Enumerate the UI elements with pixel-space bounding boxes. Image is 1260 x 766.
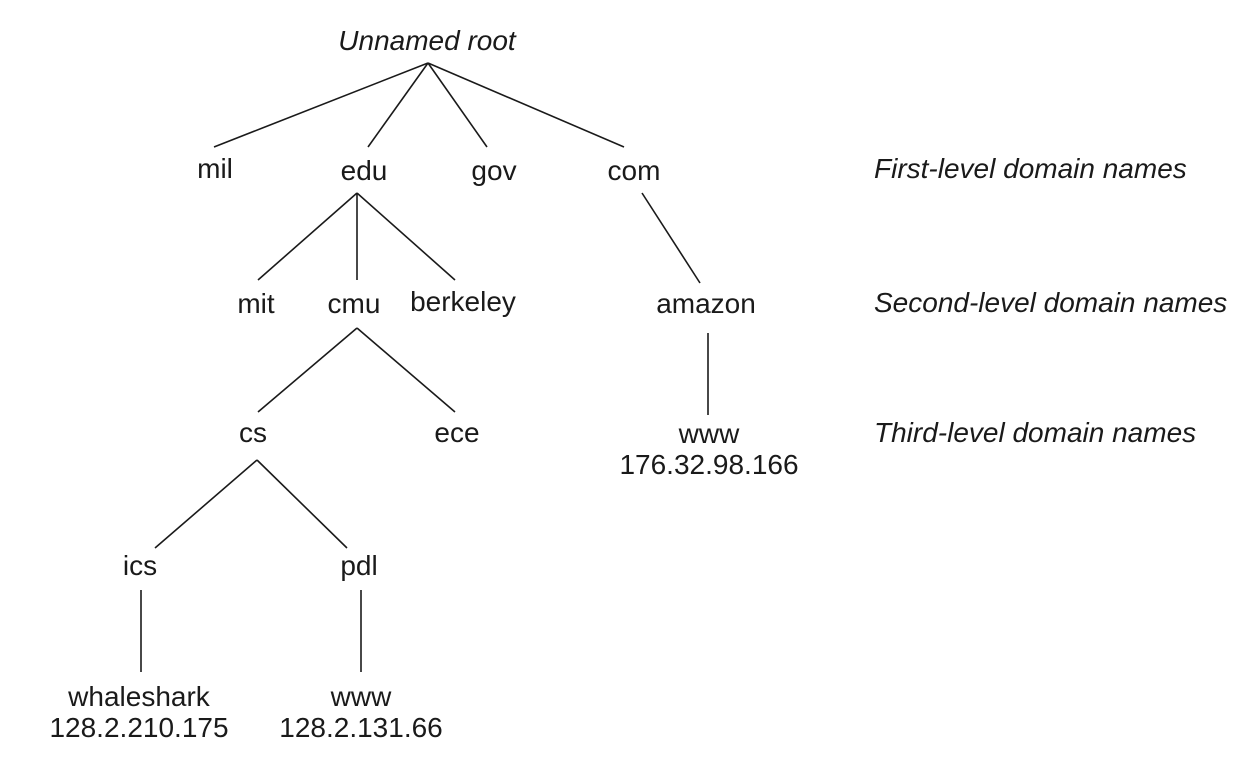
node-cmu: cmu [327, 288, 381, 319]
node-mil: mil [197, 153, 233, 184]
edge-cs-pdl [256, 459, 348, 549]
node-pdl: pdl [340, 550, 378, 581]
edge-cmu-ece [356, 327, 456, 413]
node-edu: edu [340, 155, 388, 186]
edge-root-gov [427, 62, 488, 148]
node-ics: ics [122, 550, 158, 581]
amazon-www-label: www [678, 418, 740, 449]
edge-root-com [427, 62, 625, 148]
node-mit: mit [237, 288, 275, 319]
edge-com-amazon [641, 192, 701, 284]
edge-edu-berkeley [356, 192, 456, 281]
whaleshark-ip: 128.2.210.175 [49, 712, 229, 743]
edge-edu-mit [257, 192, 358, 281]
node-pdl-www: www 128.2.131.66 [279, 681, 443, 743]
node-cs: cs [239, 417, 267, 448]
pdl-www-label: www [330, 681, 392, 712]
root-node: Unnamed root [338, 25, 516, 56]
node-whaleshark: whaleshark 128.2.210.175 [49, 681, 228, 743]
edge-root-mil [213, 62, 429, 148]
node-ece: ece [434, 417, 480, 448]
node-berkeley: berkeley [410, 286, 516, 317]
third-level-label: Third-level domain names [874, 417, 1197, 448]
first-level-label: First-level domain names [874, 153, 1187, 184]
node-gov: gov [471, 155, 517, 186]
node-amazon: amazon [656, 288, 756, 319]
edge-root-edu [367, 62, 429, 148]
edge-cs-ics [154, 459, 258, 549]
edge-cmu-cs [257, 327, 358, 413]
amazon-www-ip: 176.32.98.166 [619, 449, 799, 480]
node-amazon-www: www 176.32.98.166 [619, 418, 798, 480]
whaleshark-label: whaleshark [68, 681, 210, 712]
pdl-www-ip: 128.2.131.66 [279, 712, 443, 743]
second-level-label: Second-level domain names [874, 287, 1228, 318]
node-com: com [607, 155, 661, 186]
